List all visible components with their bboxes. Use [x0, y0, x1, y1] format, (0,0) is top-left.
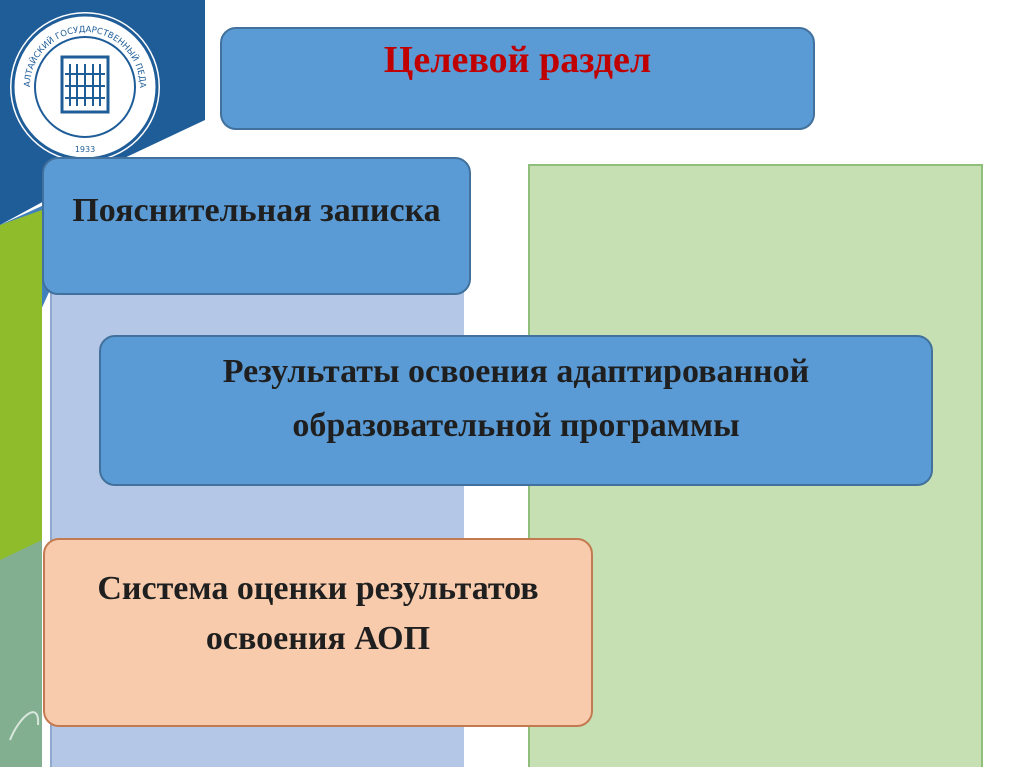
explanatory-note-box: Пояснительная записка: [42, 157, 471, 295]
title-box: Целевой раздел: [220, 27, 815, 130]
results-label: Результаты освоения адаптированной образ…: [222, 353, 810, 444]
page-title: Целевой раздел: [383, 39, 652, 81]
results-box: Результаты освоения адаптированной образ…: [99, 335, 933, 486]
assessment-system-label: Система оценки результатов освоения АОП: [97, 570, 539, 657]
explanatory-note-label: Пояснительная записка: [72, 192, 441, 229]
logo-year: 1933: [75, 145, 95, 154]
assessment-system-box: Система оценки результатов освоения АОП: [43, 538, 593, 727]
university-logo: АЛТАЙСКИЙ ГОСУДАРСТВЕННЫЙ ПЕДАГОГИЧЕСКИЙ…: [10, 12, 160, 162]
